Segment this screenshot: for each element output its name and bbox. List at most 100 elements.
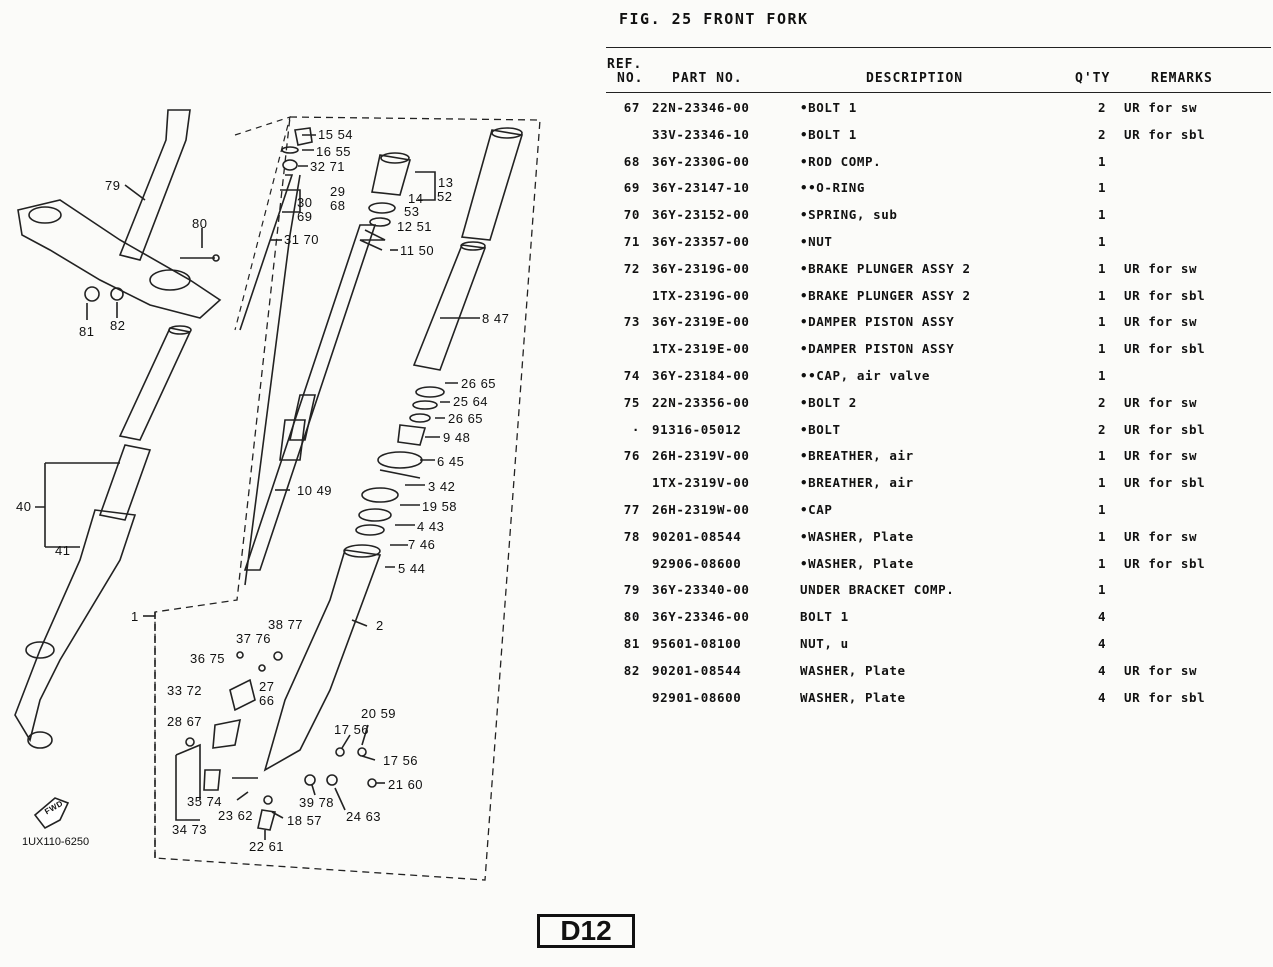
part-no-cell: 36Y-2319E-00 — [652, 314, 750, 330]
remarks-cell: UR for sbl — [1124, 689, 1206, 705]
exploded-parts-diagram: 79 80 81 82 40 41 1 2 15 54 16 55 32 71 … — [0, 0, 600, 967]
quantity-cell: 1 — [1098, 180, 1107, 196]
part-no-cell: 95601-08100 — [652, 635, 742, 651]
ref-no-cell: 74 — [623, 367, 640, 383]
description-cell: •SPRING, sub — [800, 207, 898, 223]
callout: 27 — [259, 679, 275, 694]
callout: 29 — [330, 184, 346, 199]
header-qty: Q'TY — [1075, 71, 1111, 86]
callout: 52 — [437, 189, 453, 204]
callout: 6 45 — [437, 454, 465, 469]
part-no-cell: 36Y-23346-00 — [652, 609, 750, 625]
callout: 1 — [131, 609, 139, 624]
ref-no-cell: 76 — [623, 448, 640, 464]
quantity-cell: 1 — [1098, 501, 1107, 517]
quantity-cell: 1 — [1098, 314, 1107, 330]
part-no-cell: 36Y-2319G-00 — [652, 260, 750, 276]
callout: 24 63 — [346, 809, 382, 824]
ref-no-cell: 75 — [623, 394, 640, 410]
part-no-cell: 1TX-2319E-00 — [652, 341, 750, 357]
callout: 7 46 — [408, 537, 436, 552]
callout: 39 78 — [299, 795, 335, 810]
remarks-cell: UR for sbl — [1124, 126, 1206, 142]
ref-no-cell: 71 — [623, 233, 640, 249]
description-cell: WASHER, Plate — [800, 662, 906, 678]
remarks-cell: UR for sbl — [1124, 555, 1206, 571]
remarks-cell: UR for sw — [1124, 314, 1198, 330]
header-ref: REF. — [607, 57, 643, 72]
callout: 23 62 — [218, 808, 254, 823]
part-no-cell: 90201-08544 — [652, 528, 742, 544]
ref-no-cell: 69 — [623, 180, 640, 196]
ref-no-cell: 78 — [623, 528, 640, 544]
description-cell: •CAP — [800, 501, 833, 517]
description-cell: UNDER BRACKET COMP. — [800, 582, 955, 598]
part-no-cell: 33V-23346-10 — [652, 126, 750, 142]
part-no-cell: 22N-23356-00 — [652, 394, 750, 410]
part-no-cell: 26H-2319W-00 — [652, 501, 750, 517]
part-no-cell: 92901-08600 — [652, 689, 742, 705]
description-cell: •DAMPER PISTON ASSY — [800, 314, 955, 330]
callout: 19 58 — [422, 499, 458, 514]
callout: 9 48 — [443, 430, 471, 445]
part-no-cell: 91316-05012 — [652, 421, 742, 437]
callout: 18 57 — [287, 813, 323, 828]
description-cell: •ROD COMP. — [800, 153, 882, 169]
description-cell: •BOLT 1 — [800, 100, 857, 115]
ref-no-cell: · — [631, 421, 640, 437]
header-part-no: PART NO. — [672, 71, 743, 86]
quantity-cell: 1 — [1098, 475, 1107, 491]
table-row: 67 22N-23346-00 •BOLT 1 2 UR for sw — [606, 94, 1271, 121]
ref-no-cell: 72 — [623, 260, 640, 276]
description-cell: •DAMPER PISTON ASSY — [800, 341, 955, 357]
part-no-cell: 22N-23346-00 — [652, 100, 750, 115]
quantity-cell: 2 — [1098, 394, 1107, 410]
quantity-cell: 4 — [1098, 662, 1107, 678]
callout: 17 56 — [334, 722, 370, 737]
description-cell: •BRAKE PLUNGER ASSY 2 — [800, 260, 971, 276]
description-cell: •WASHER, Plate — [800, 555, 914, 571]
callout: 34 73 — [172, 822, 208, 837]
header-remarks: REMARKS — [1151, 71, 1213, 86]
page-id-box: D12 — [537, 914, 635, 948]
quantity-cell: 1 — [1098, 153, 1107, 169]
part-no-cell: 36Y-23340-00 — [652, 582, 750, 598]
ref-no-cell: 80 — [623, 609, 640, 625]
part-no-cell: 36Y-23357-00 — [652, 233, 750, 249]
ref-no-cell: 77 — [623, 501, 640, 517]
ref-no-cell: 81 — [623, 635, 640, 651]
quantity-cell: 1 — [1098, 207, 1107, 223]
quantity-cell: 1 — [1098, 341, 1107, 357]
ref-no-cell: 67 — [623, 100, 640, 115]
callout: 13 — [438, 175, 454, 190]
quantity-cell: 2 — [1098, 126, 1107, 142]
callout: 35 74 — [187, 794, 223, 809]
quantity-cell: 2 — [1098, 100, 1107, 115]
part-no-cell: 90201-08544 — [652, 662, 742, 678]
callout: 5 44 — [398, 561, 426, 576]
part-no-cell: 92906-08600 — [652, 555, 742, 571]
callout: 11 50 — [400, 243, 435, 258]
callout: 40 — [16, 499, 32, 514]
callout: 68 — [330, 198, 346, 213]
front-fork-illustration — [14, 109, 541, 881]
callout: 10 49 — [297, 483, 333, 498]
callout: 66 — [259, 693, 275, 708]
remarks-cell: UR for sw — [1124, 100, 1198, 115]
remarks-cell: UR for sw — [1124, 528, 1198, 544]
callout: 37 76 — [236, 631, 272, 646]
quantity-cell: 1 — [1098, 260, 1107, 276]
ref-no-cell: 82 — [623, 662, 640, 678]
remarks-cell: UR for sw — [1124, 448, 1198, 464]
